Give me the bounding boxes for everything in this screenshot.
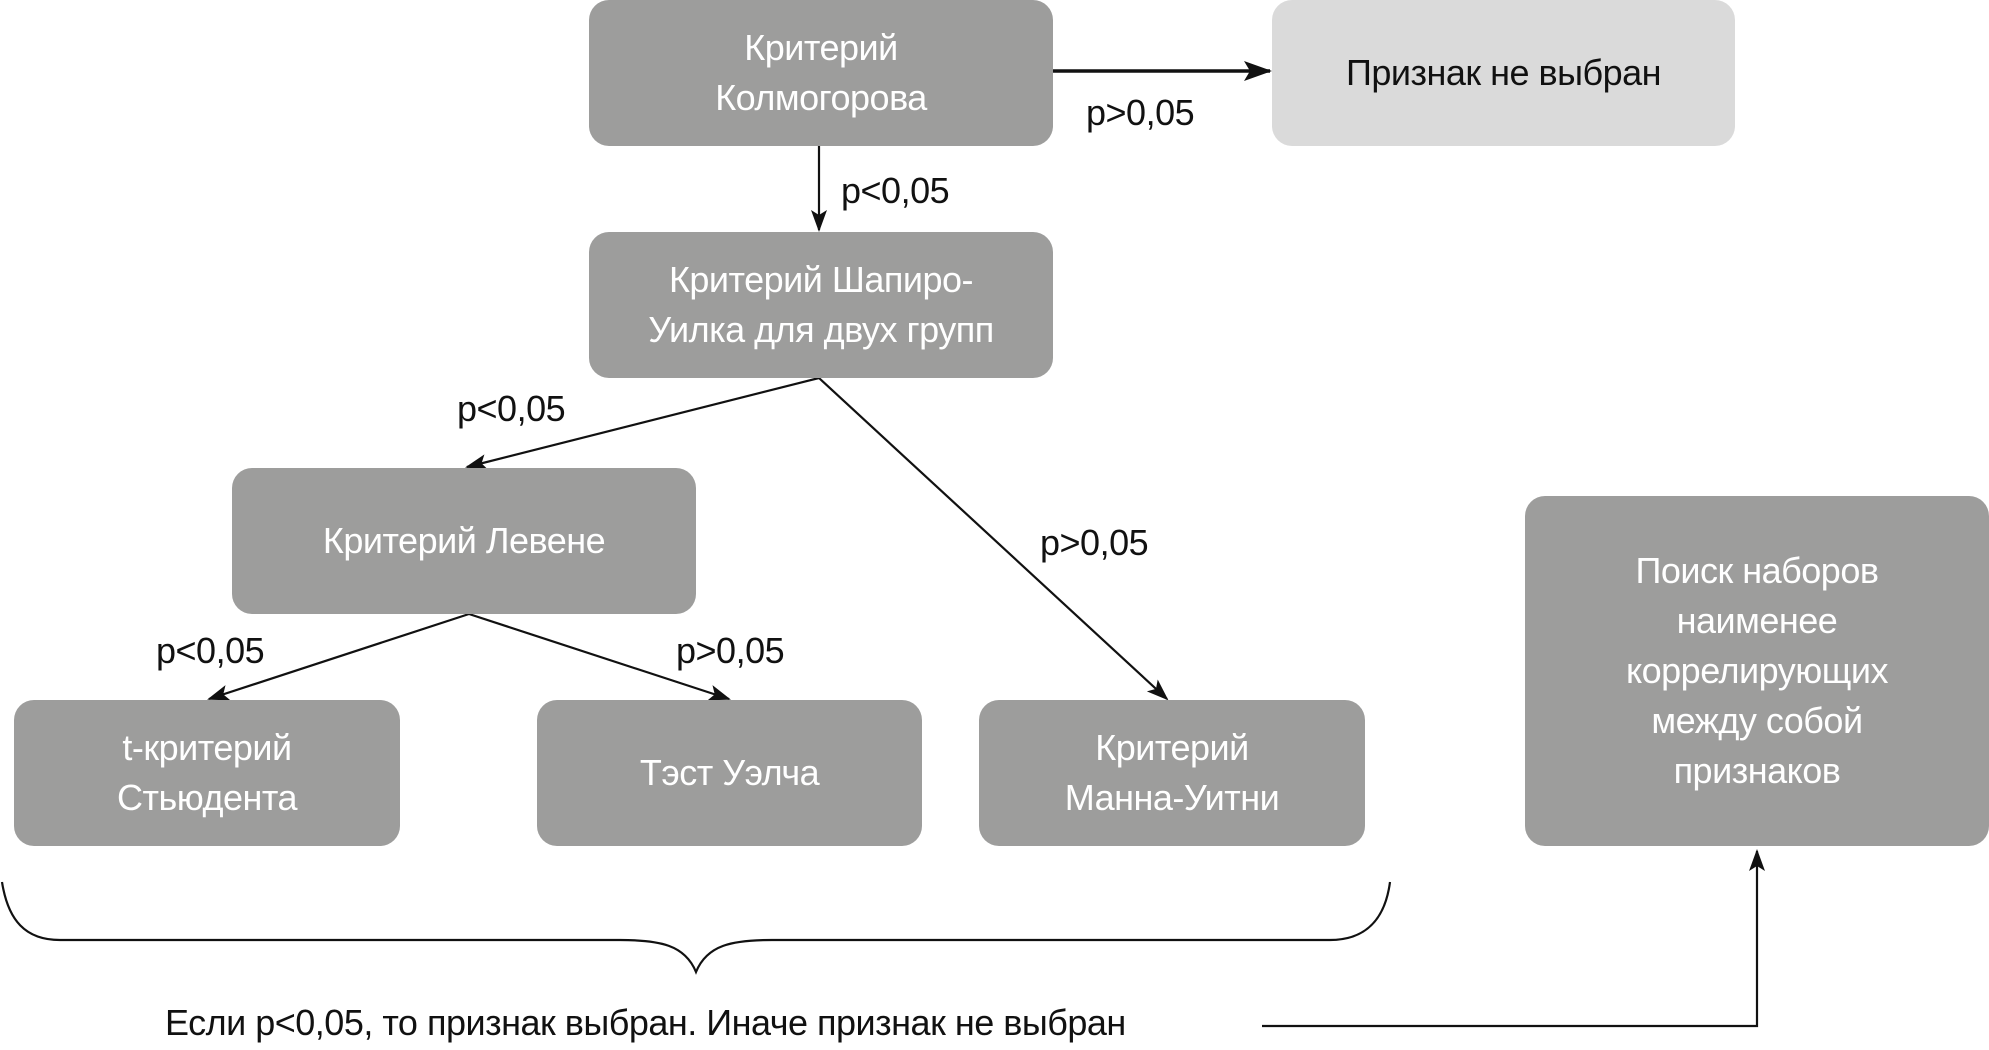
node-student-label: t-критерий Стьюдента (117, 727, 297, 818)
selection-rule-note: Если p<0,05, то признак выбран. Иначе пр… (165, 1002, 1126, 1043)
node-search-sets-label: Поиск наборов наименее коррелирующих меж… (1625, 550, 1889, 791)
edge-label-kolmogorov-to-shapiro: p<0,05 (841, 170, 950, 211)
arrow-levene-to-student (207, 612, 470, 701)
node-not-selected-label: Признак не выбран (1345, 52, 1662, 93)
node-welch-label: Тэст Уэлча (639, 752, 820, 793)
node-welch: Тэст Уэлча (537, 700, 922, 846)
edge-label-levene-to-welch: p>0,05 (676, 630, 785, 671)
node-mann-whitney: Критерий Манна-Уитни (979, 700, 1365, 846)
arrow-levene-to-welch (468, 612, 731, 701)
node-student: t-критерий Стьюдента (14, 700, 400, 846)
node-shapiro-label: Критерий Шапиро- Уилка для двух групп (648, 259, 994, 350)
edge-label-shapiro-to-mann-whitney: p>0,05 (1040, 522, 1149, 563)
curly-brace (0, 881, 1392, 975)
arrow-shapiro-to-mann-whitney (818, 377, 1169, 701)
node-mann-whitney-label: Критерий Манна-Уитни (1064, 727, 1280, 818)
edge-label-kolmogorov-to-not-selected: p>0,05 (1086, 92, 1195, 133)
arrow-shapiro-to-levene (465, 376, 820, 470)
node-shapiro: Критерий Шапиро- Уилка для двух групп (589, 232, 1053, 378)
node-levene: Критерий Левене (232, 468, 696, 614)
node-levene-label: Критерий Левене (322, 520, 606, 561)
node-not-selected: Признак не выбран (1272, 0, 1735, 146)
arrow-note-to-search-sets (1262, 849, 1765, 1028)
node-search-sets: Поиск наборов наименее коррелирующих меж… (1525, 496, 1989, 846)
node-kolmogorov: Критерий Колмогорова (589, 0, 1053, 146)
node-kolmogorov-label: Критерий Колмогорова (715, 27, 927, 118)
edge-label-shapiro-to-levene: p<0,05 (457, 388, 566, 429)
edge-label-levene-to-student: p<0,05 (156, 630, 265, 671)
